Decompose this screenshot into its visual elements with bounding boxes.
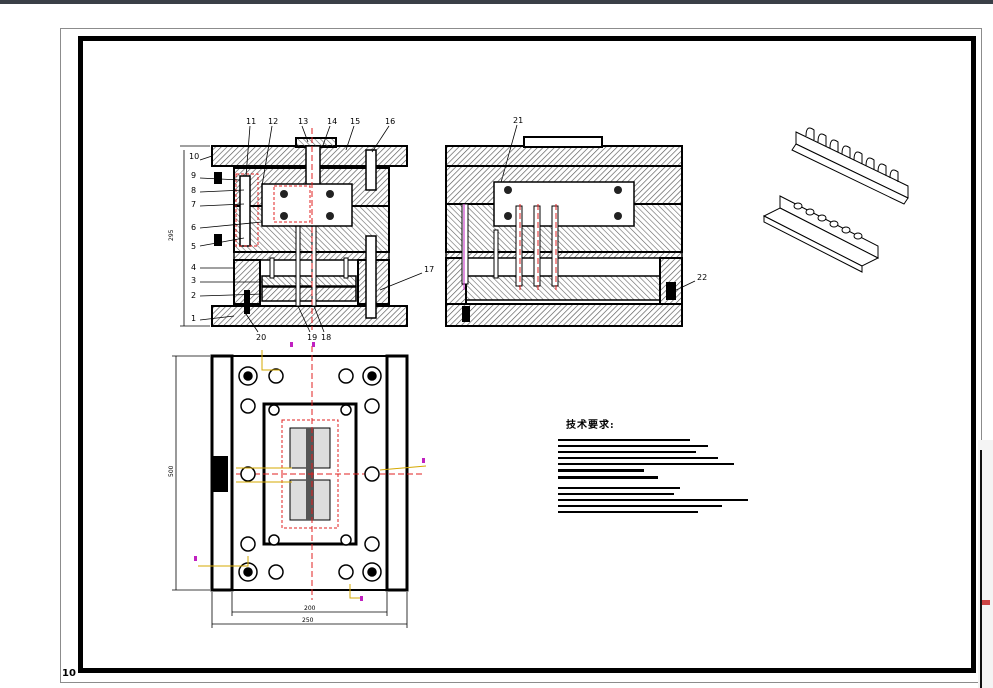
part-number: 15 bbox=[350, 117, 360, 126]
part-number: 21 bbox=[513, 116, 523, 125]
note-line bbox=[558, 493, 674, 495]
part-number: 8 bbox=[191, 186, 196, 195]
note-line bbox=[558, 499, 748, 501]
part-number: 19 bbox=[307, 333, 317, 342]
note-line bbox=[558, 439, 690, 441]
side-bottom-clamp-plate bbox=[445, 303, 683, 327]
front-view-part-labels: 11 12 13 14 15 16 10 9 8 7 6 5 4 3 2 1 2… bbox=[168, 116, 707, 342]
drawing-sheet bbox=[60, 28, 982, 683]
side-support-plate bbox=[445, 251, 683, 259]
part-number: 5 bbox=[191, 242, 196, 251]
bottom-clamp-plate bbox=[211, 305, 408, 327]
red-marker bbox=[982, 600, 990, 605]
part-number: 10 bbox=[189, 152, 199, 161]
side-section-view bbox=[445, 136, 683, 327]
support-pillar-1 bbox=[269, 257, 275, 279]
part-number: 4 bbox=[191, 263, 196, 272]
side-handle-upper bbox=[214, 172, 222, 184]
note-line bbox=[558, 511, 698, 513]
note-line bbox=[558, 505, 722, 507]
note-line bbox=[558, 469, 644, 472]
part-number: 7 bbox=[191, 200, 196, 209]
cavity-insert bbox=[261, 183, 353, 227]
dimension-value: 500 bbox=[168, 465, 175, 477]
part-number: 1 bbox=[191, 314, 196, 323]
return-pin bbox=[365, 235, 377, 319]
drawing-border-frame bbox=[78, 36, 976, 673]
technical-requirements-block: 技术要求: bbox=[558, 416, 758, 517]
part-number: 12 bbox=[268, 117, 278, 126]
part-number: 17 bbox=[424, 265, 434, 274]
screw-bottom-left bbox=[244, 290, 250, 314]
right-edge-line bbox=[980, 450, 982, 688]
dimension-value: 200 bbox=[304, 605, 316, 612]
guide-pin-left bbox=[239, 175, 251, 247]
part-number: 22 bbox=[697, 273, 707, 282]
plan-mold-plate bbox=[231, 355, 388, 591]
note-line bbox=[558, 445, 708, 447]
dimension-value: 250 bbox=[302, 617, 314, 624]
ejector-plate bbox=[261, 286, 357, 302]
side-handle bbox=[523, 136, 603, 148]
front-section-view bbox=[211, 128, 408, 330]
part-number: 13 bbox=[298, 117, 308, 126]
technical-requirements-title: 技术要求: bbox=[566, 420, 615, 431]
plan-view: 500 200 250 bbox=[168, 342, 427, 628]
part-number: 18 bbox=[321, 333, 331, 342]
part-number: 16 bbox=[385, 117, 395, 126]
part-number: 6 bbox=[191, 223, 196, 232]
part-number: 20 bbox=[256, 333, 266, 342]
note-line bbox=[558, 476, 658, 479]
part-number: 11 bbox=[246, 117, 256, 126]
note-line bbox=[558, 457, 718, 459]
isometric-part-view-lower bbox=[762, 195, 880, 273]
note-line bbox=[558, 451, 696, 453]
ejector-retainer-plate bbox=[261, 275, 357, 287]
part-number: 2 bbox=[191, 291, 196, 300]
part-number: 9 bbox=[191, 171, 196, 180]
note-line bbox=[558, 463, 734, 465]
plan-side-handle bbox=[212, 456, 228, 492]
side-cavity-insert bbox=[493, 181, 635, 227]
side-ejector-plates bbox=[465, 275, 661, 301]
side-top-clamp-plate bbox=[445, 145, 683, 167]
part-number: 3 bbox=[191, 276, 196, 285]
support-pillar-2 bbox=[343, 257, 349, 279]
sheet-corner-label: 10 bbox=[62, 668, 76, 679]
side-handle-lower bbox=[214, 234, 222, 246]
guide-pin-right bbox=[365, 149, 377, 191]
part-number: 14 bbox=[327, 117, 337, 126]
note-line bbox=[558, 487, 680, 489]
top-toolbar-strip bbox=[0, 0, 993, 4]
isometric-part-view-upper bbox=[791, 127, 909, 205]
dimension-value: 295 bbox=[168, 229, 175, 241]
